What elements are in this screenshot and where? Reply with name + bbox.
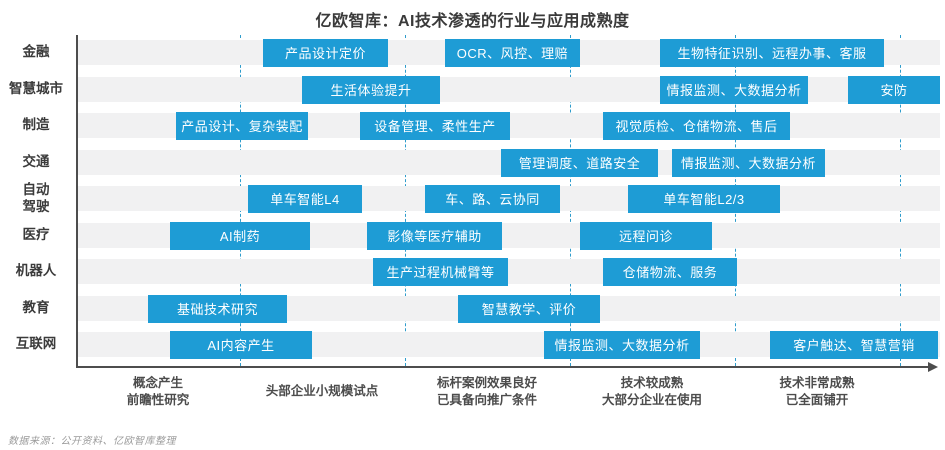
row-label-6: 医疗 bbox=[22, 227, 50, 243]
chart-box: OCR、风控、理赔 bbox=[445, 38, 580, 67]
x-axis-arrow-icon bbox=[928, 362, 938, 372]
row-label-9: 互联网 bbox=[15, 336, 57, 352]
chart-box: 生活体验提升 bbox=[302, 75, 440, 104]
chart-box: 车、路、云协同 bbox=[425, 184, 560, 213]
row-band bbox=[78, 77, 940, 102]
chart-box: 单车智能L4 bbox=[248, 184, 362, 213]
chart-box: 生产过程机械臂等 bbox=[373, 257, 508, 286]
stage-label-3: 标杆案例效果良好 已具备向推广条件 bbox=[436, 375, 537, 408]
stage-label-2: 头部企业小规模试点 bbox=[265, 384, 379, 399]
stage-label-5: 技术非常成熟 已全面铺开 bbox=[779, 375, 855, 408]
chart-box: 远程问诊 bbox=[580, 221, 712, 250]
stage-label-1: 概念产生 前瞻性研究 bbox=[126, 375, 190, 408]
stage-label-4: 技术较成熟 大部分企业在使用 bbox=[601, 375, 702, 408]
row-label-3: 制造 bbox=[22, 117, 50, 133]
chart-box: 设备管理、柔性生产 bbox=[360, 111, 510, 140]
chart-box: 产品设计、复杂装配 bbox=[176, 111, 308, 140]
row-band bbox=[78, 259, 940, 284]
chart-box: AI制药 bbox=[170, 221, 310, 250]
row-label-7: 机器人 bbox=[15, 263, 57, 279]
chart-box: 单车智能L2/3 bbox=[628, 184, 780, 213]
row-label-4: 交通 bbox=[22, 154, 50, 170]
row-label-1: 金融 bbox=[22, 44, 50, 60]
chart-box: 情报监测、大数据分析 bbox=[672, 148, 825, 177]
row-label-2: 智慧城市 bbox=[9, 81, 63, 97]
chart-box: 生物特征识别、远程办事、客服 bbox=[660, 38, 884, 67]
chart-title: 亿欧智库：AI技术渗透的行业与应用成熟度 bbox=[315, 13, 630, 30]
row-label-8: 教育 bbox=[22, 300, 50, 316]
source-note: 数据来源：公开资料、亿欧智库整理 bbox=[8, 436, 176, 447]
y-axis-line bbox=[76, 35, 78, 367]
chart-box: 仓储物流、服务 bbox=[603, 257, 737, 286]
chart-box: 安防 bbox=[848, 75, 940, 104]
row-label-5: 自动 驾驶 bbox=[22, 181, 50, 214]
chart-box: 客户触达、智慧营销 bbox=[770, 330, 938, 359]
chart-box: 产品设计定价 bbox=[263, 38, 388, 67]
chart-box: 影像等医疗辅助 bbox=[367, 221, 502, 250]
chart-box: 情报监测、大数据分析 bbox=[660, 75, 808, 104]
chart-box: 情报监测、大数据分析 bbox=[544, 330, 700, 359]
chart-box: 智慧教学、评价 bbox=[458, 294, 600, 323]
chart-box: 管理调度、道路安全 bbox=[501, 148, 658, 177]
chart-box: 基础技术研究 bbox=[148, 294, 287, 323]
chart-box: 视觉质检、仓储物流、售后 bbox=[603, 111, 790, 140]
x-axis-line bbox=[76, 366, 930, 368]
chart-box: AI内容产生 bbox=[170, 330, 312, 359]
